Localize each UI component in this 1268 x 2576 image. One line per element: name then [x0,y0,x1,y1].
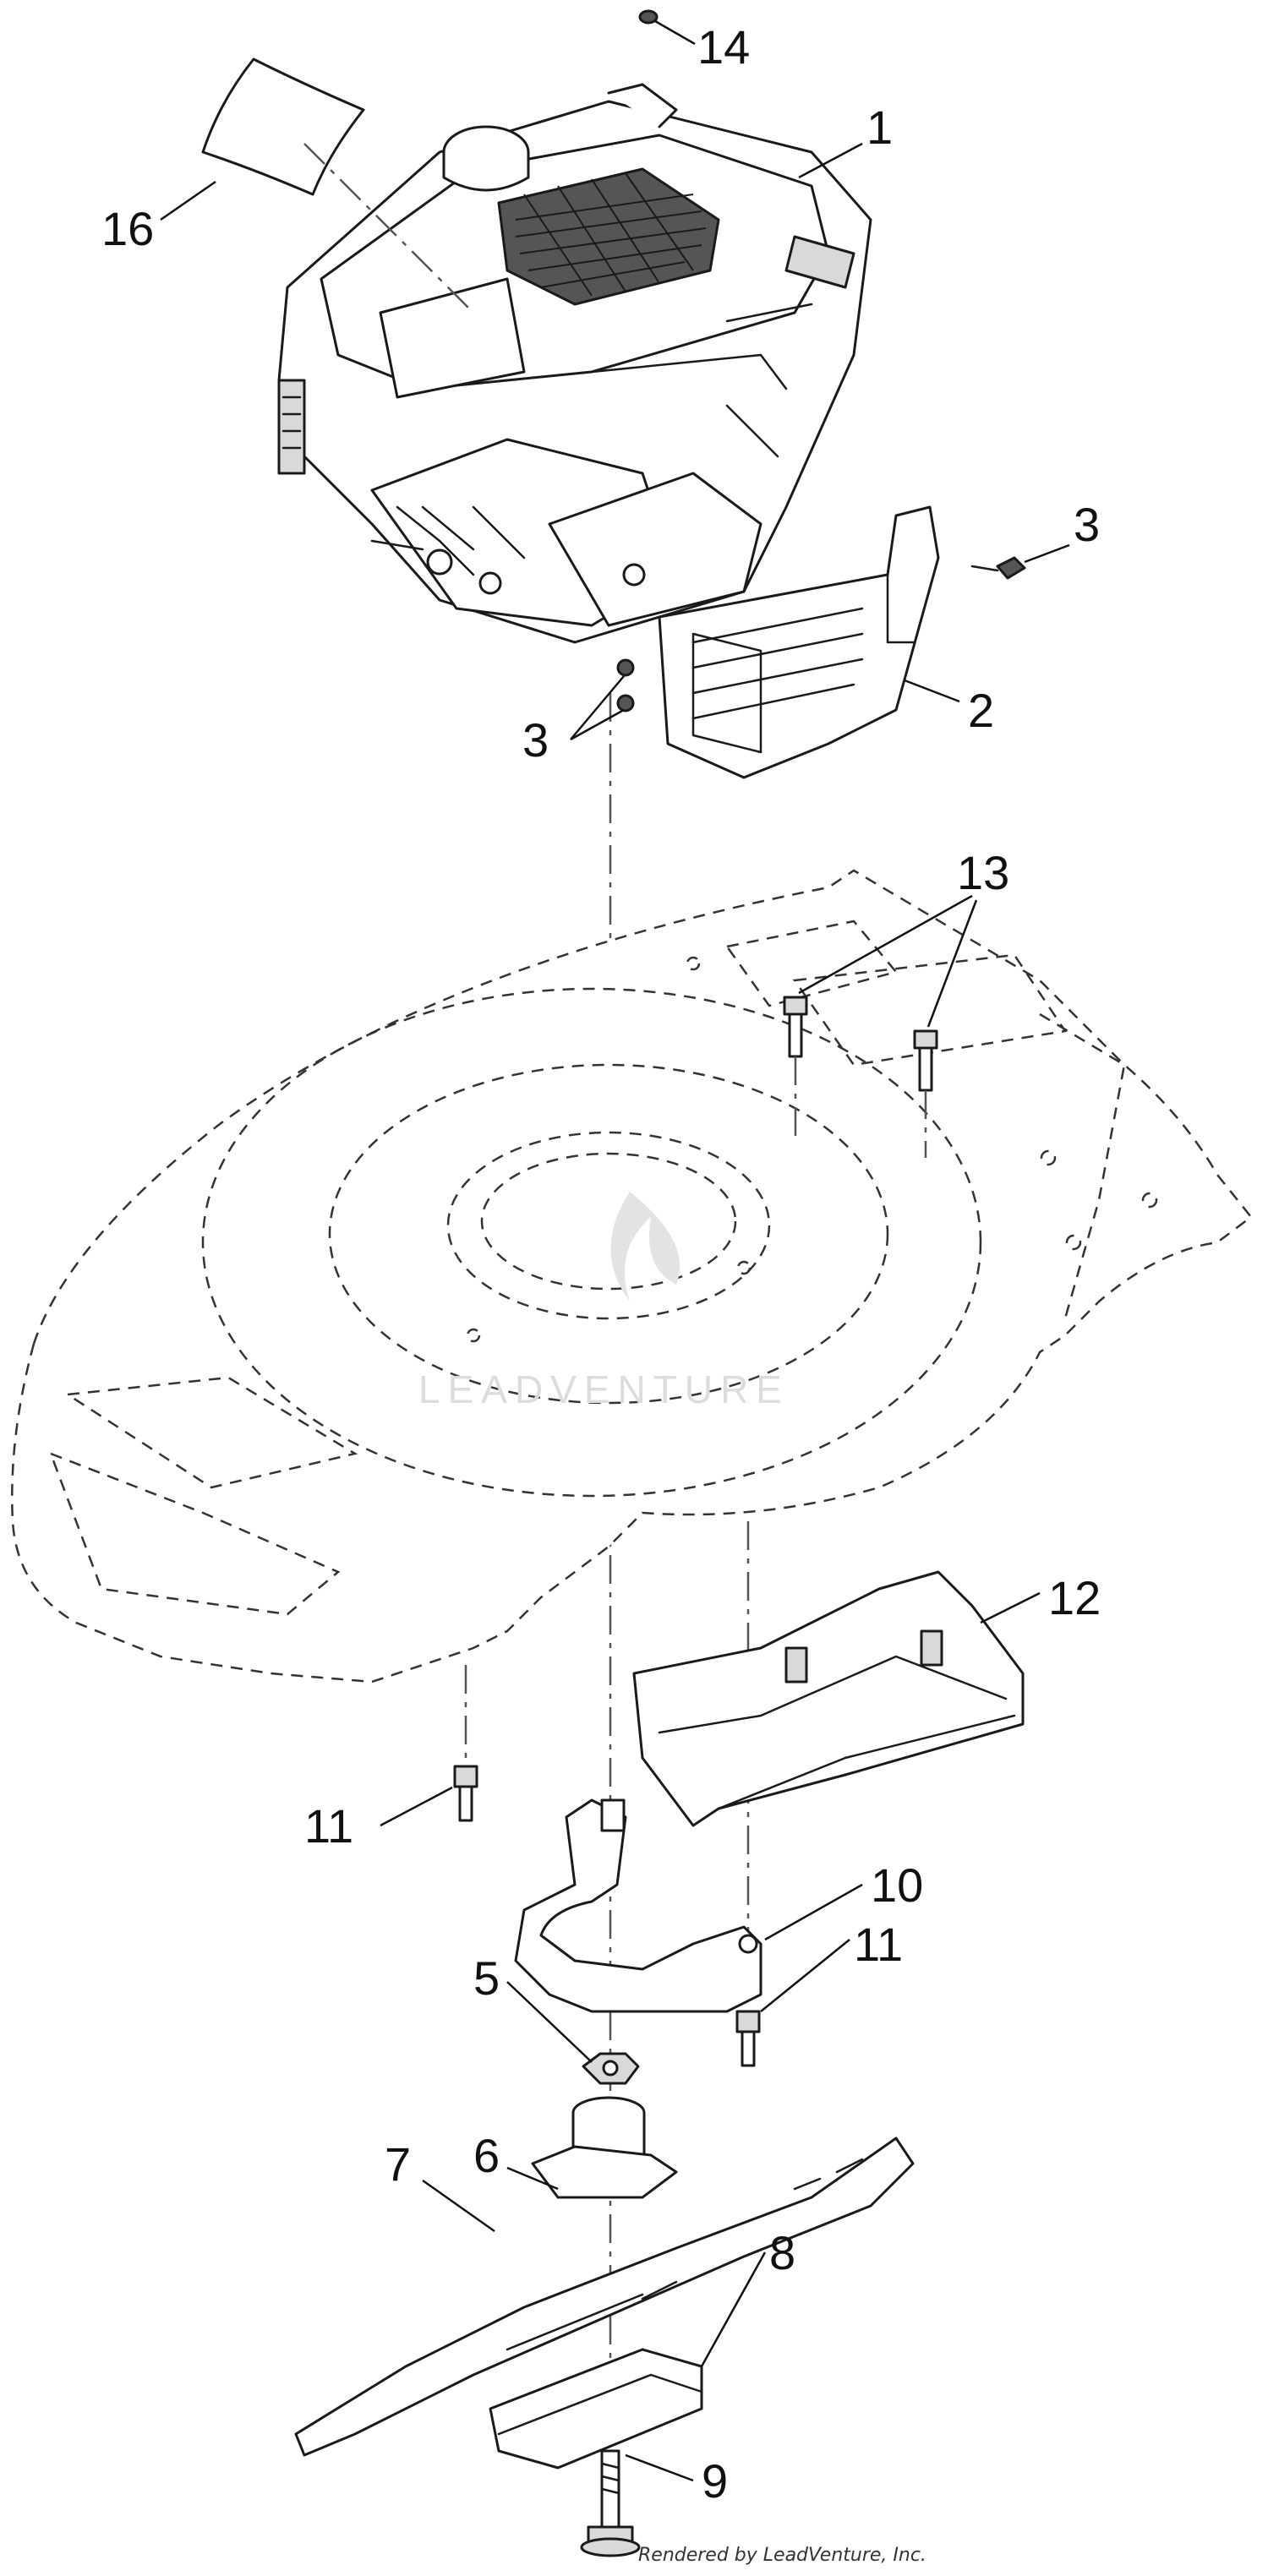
baffle [632,1570,1025,1827]
bolt-part-11-right [735,2010,761,2067]
callout-16: 16 [101,202,154,255]
screw-part-3-upper [616,658,635,677]
leader-11-right [760,1939,850,2012]
callout-7: 7 [385,2137,411,2191]
callout-9: 9 [702,2454,728,2508]
callout-3-left: 3 [522,713,549,767]
leader-10 [764,1883,863,1941]
callout-5: 5 [473,1951,500,2005]
callout-6: 6 [473,2129,500,2182]
leader-3-right [1024,543,1070,564]
blade-holder [489,2348,703,2470]
mower-deck [11,869,1253,1684]
leader-16 [160,180,216,221]
leader-3-a [570,675,625,740]
engine [277,83,872,644]
leader-8 [700,2251,767,2367]
leader-6 [506,2166,559,2191]
bolt-part-13-right [913,1029,938,1158]
nut [582,2052,640,2085]
bolt-part-13-left [783,996,808,1141]
leader-13-a [798,894,973,995]
callout-8: 8 [769,2226,795,2279]
leader-14 [654,19,696,46]
screw-part-3-lower [616,694,635,712]
bolt-part-11-left [453,1665,478,1822]
callout-12: 12 [1048,1571,1101,1624]
callout-3-right: 3 [1074,498,1100,551]
callout-13: 13 [957,846,1009,899]
callout-11-left: 11 [304,1799,353,1853]
callout-10: 10 [871,1858,923,1912]
leadventure-watermark: LEADVENTURE [418,1192,790,1411]
bracket [514,1798,762,2013]
blade-adapter [531,2096,678,2199]
decal-guide-line [303,143,474,314]
leader-7 [422,2179,495,2233]
blade-bolt [580,2449,641,2557]
screw-part-3-right [970,556,1026,580]
callout-11-right: 11 [854,1918,903,1971]
callout-2: 2 [968,684,994,737]
decal [201,57,365,196]
leader-11-left [380,1786,453,1827]
leader-2 [904,679,960,703]
plug-part-14 [638,9,659,25]
leader-1 [798,142,863,179]
rendered-by-credit: Rendered by LeadVenture, Inc. [638,2545,926,2566]
mower-blade [294,2137,915,2457]
callout-14: 14 [697,20,750,74]
leader-9 [625,2453,694,2482]
leader-3-b [570,708,625,741]
watermark-text: LEADVENTURE [418,1367,790,1411]
heat-shield [658,505,940,779]
leader-12 [980,1591,1041,1624]
callout-1: 1 [866,101,893,154]
leader-5 [506,1981,593,2063]
leader-13-b [926,899,978,1028]
